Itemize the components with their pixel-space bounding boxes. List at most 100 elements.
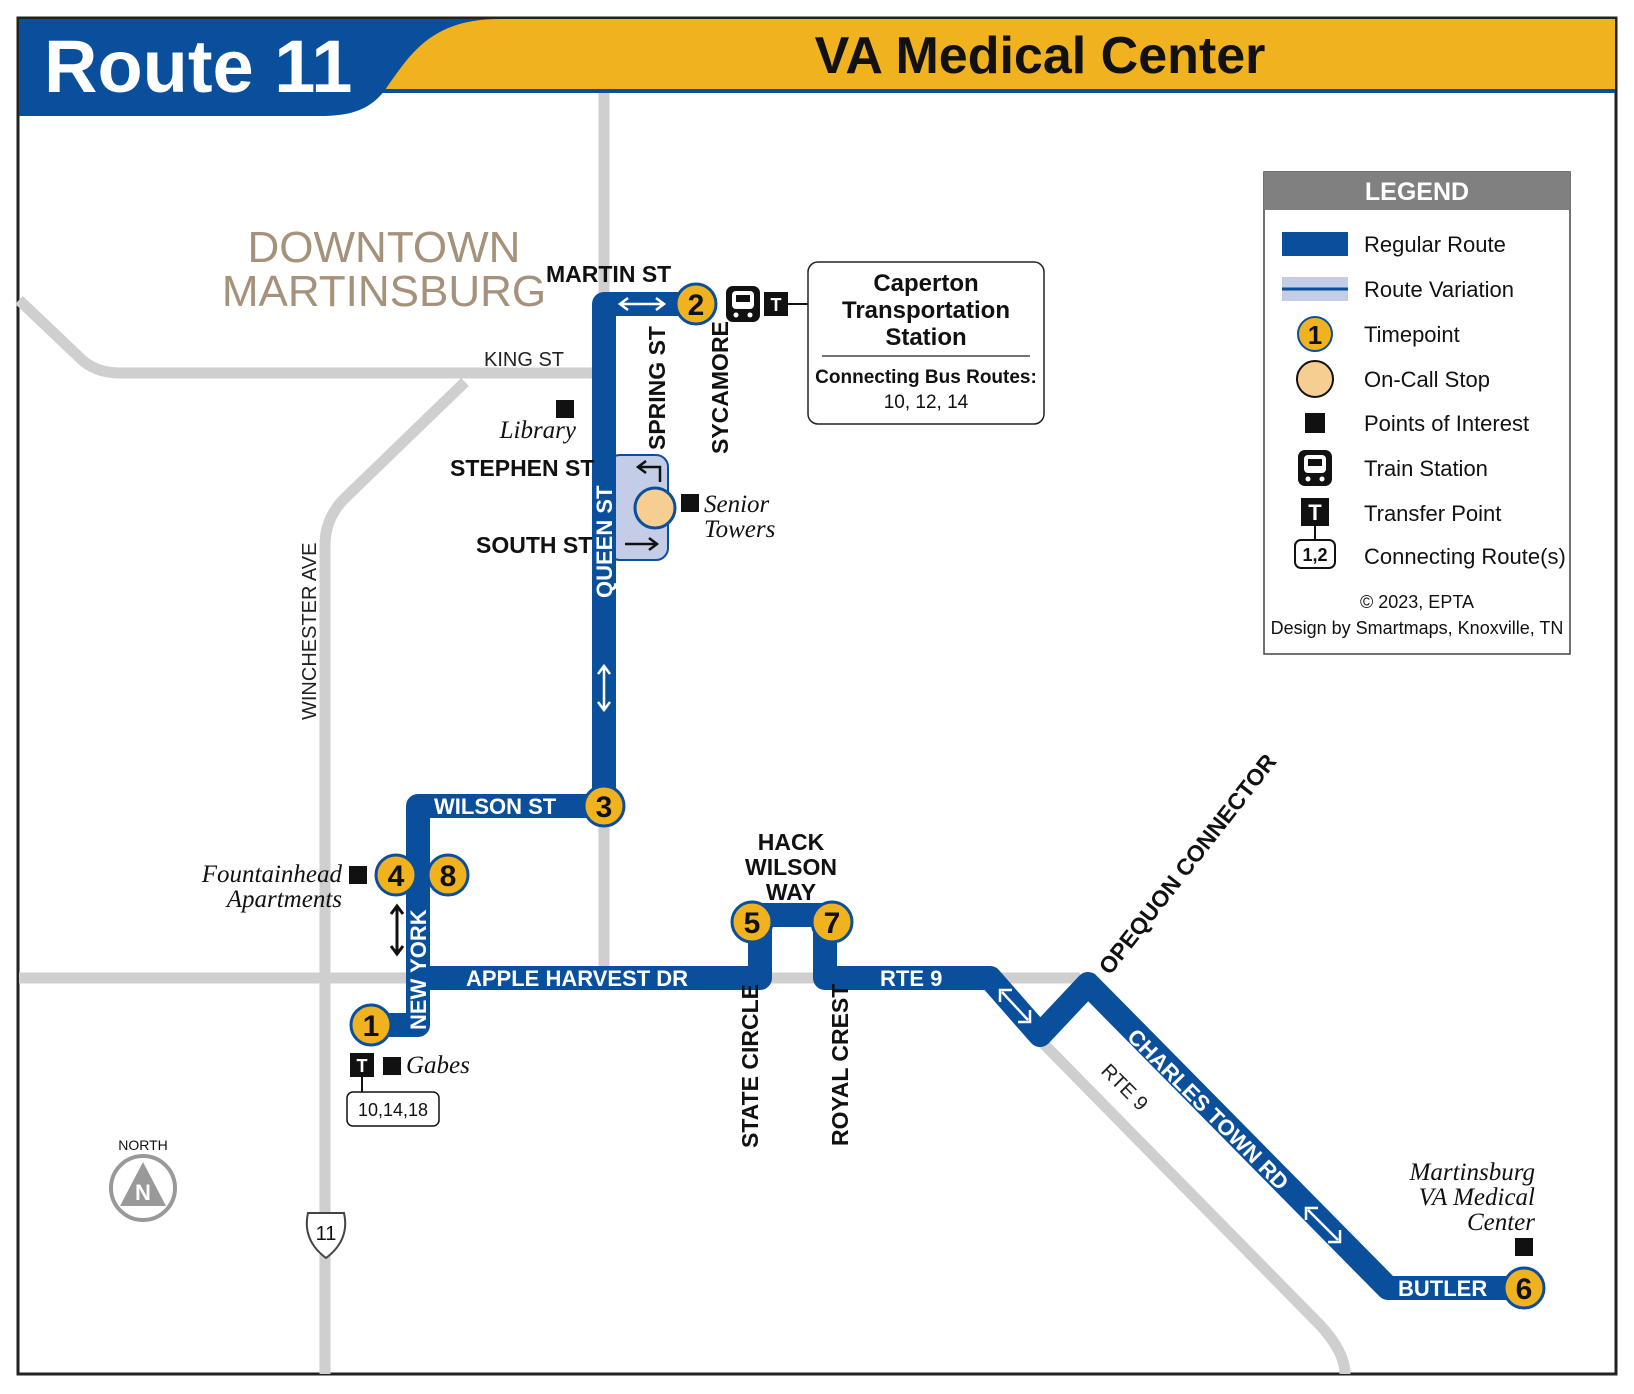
legend-copyright: © 2023, EPTA [1360,592,1474,612]
hack-wilson-way-3: WAY [766,879,816,905]
legend-train: Train Station [1364,456,1488,481]
svg-text:T: T [771,295,782,315]
regular-route [370,292,1512,1300]
legend-connecting: Connecting Route(s) [1364,544,1566,569]
station-connecting-label: Connecting Bus Routes: [815,367,1037,388]
timepoint-7: 7 [810,900,854,944]
north-letter: N [135,1180,151,1205]
svg-text:11: 11 [316,1223,337,1245]
legend-timepoint-number: 1 [1308,320,1322,350]
svg-text:8: 8 [440,860,457,893]
svg-text:7: 7 [824,907,841,940]
timepoint-4: 4 [374,853,418,897]
va-label-3: Center [1467,1209,1535,1236]
stephen-st-label: STEPHEN ST [450,455,594,481]
legend-poi: Points of Interest [1364,411,1529,436]
rte9-route-label: RTE 9 [880,966,942,991]
timepoint-1: 1 [349,1003,393,1047]
queen-st-label: QUEEN ST [592,485,617,598]
timepoint-2: 2 [674,282,718,326]
svg-text:3: 3 [596,791,613,824]
new-york-label: NEW YORK [406,909,431,1030]
senior-towers-marker [681,494,699,512]
senior-towers-label-1: Senior [704,491,770,518]
legend-connecting-symbol [1294,539,1336,569]
train-station-icon [726,286,760,322]
legend: LEGEND Regular Route Route Variation 1 T… [1263,171,1571,655]
gabes-connecting-routes: 10,14,18 [358,1100,428,1120]
legend-timepoint: Timepoint [1364,322,1460,347]
variation-arrow-up [640,465,662,482]
svg-text:5: 5 [744,907,761,940]
timepoint-5: 5 [730,900,774,944]
destination-title: VA Medical Center [815,27,1266,85]
svg-text:1: 1 [363,1010,380,1043]
route-title: Route 11 [44,25,352,108]
timepoint-8: 8 [426,853,470,897]
north-arrow: NORTH N [109,1137,177,1222]
legend-connecting-routes-sample: 1,2 [1302,545,1327,565]
legend-transfer-symbol [1301,498,1329,526]
library-marker [556,400,574,418]
highway-11-shield: 11 [305,1212,347,1260]
timepoint-6: 6 [1502,1266,1546,1310]
sycamore-label: SYCAMORE [707,321,733,454]
station-title-1: Caperton [873,270,978,297]
gabes-label: Gabes [406,1052,470,1079]
svg-text:4: 4 [388,860,405,893]
legend-timepoint-symbol [1297,316,1333,352]
martin-st-label: MARTIN ST [546,261,671,287]
south-st-label: SOUTH ST [476,532,592,558]
north-label: NORTH [118,1137,168,1153]
legend-title: LEGEND [1365,178,1469,206]
downtown-label-line1: DOWNTOWN [248,223,521,272]
king-st-label: KING ST [484,349,564,371]
hack-wilson-way-1: HACK [758,829,825,855]
rte9-road [1031,1031,1351,1375]
caperton-station-box: Caperton Transportation Station Connecti… [807,261,1045,425]
senior-towers-label-2: Towers [704,516,775,543]
svg-text:2: 2 [688,289,705,322]
fountainhead-label-1: Fountainhead [201,861,343,888]
legend-route-variation: Route Variation [1364,277,1514,302]
hack-wilson-way-2: WILSON [745,854,837,880]
header-bar: Route 11 VA Medical Center [19,19,1615,116]
legend-design-credit: Design by Smartmaps, Knoxville, TN [1271,618,1564,638]
va-label-1: Martinsburg [1409,1159,1535,1186]
diagonal-road [319,378,469,1374]
butler-label: BUTLER [1398,1276,1487,1301]
station-title-3: Station [885,324,966,351]
va-label-2: VA Medical [1419,1184,1535,1211]
on-call-stop-senior-towers [633,486,677,530]
gabes-marker [383,1057,401,1075]
fountainhead-marker [349,866,367,884]
svg-text:6: 6 [1516,1273,1533,1306]
svg-text:T: T [357,1056,368,1076]
transfer-point-icon: T [764,292,788,316]
legend-poi-symbol [1305,413,1325,433]
gabes-transfer-point: T [350,1053,374,1077]
timepoint-3: 3 [582,784,626,828]
royal-crest-label: ROYAL CREST [827,984,853,1146]
legend-regular-route-swatch [1282,232,1348,256]
legend-oncall-symbol [1296,360,1334,398]
state-circle-label: STATE CIRCLE [737,984,763,1148]
legend-transfer: Transfer Point [1364,501,1501,526]
new-york-arrow [389,903,405,957]
downtown-label-line2: MARTINSBURG [222,267,546,316]
fountainhead-label-2: Apartments [225,886,342,913]
legend-transfer-letter: T [1308,500,1322,525]
direction-arrows [597,297,1342,1244]
va-center-marker [1515,1238,1533,1256]
station-title-2: Transportation [842,297,1010,324]
legend-regular-route: Regular Route [1364,232,1506,257]
legend-train-icon [1298,450,1332,486]
apple-harvest-label: APPLE HARVEST DR [466,966,688,991]
wilson-st-label: WILSON ST [434,794,557,819]
station-connecting-routes: 10, 12, 14 [884,392,969,413]
library-label: Library [499,417,577,444]
legend-oncall: On-Call Stop [1364,367,1490,392]
spring-st-label: SPRING ST [644,326,670,450]
winchester-ave-label: WINCHESTER AVE [299,543,321,720]
